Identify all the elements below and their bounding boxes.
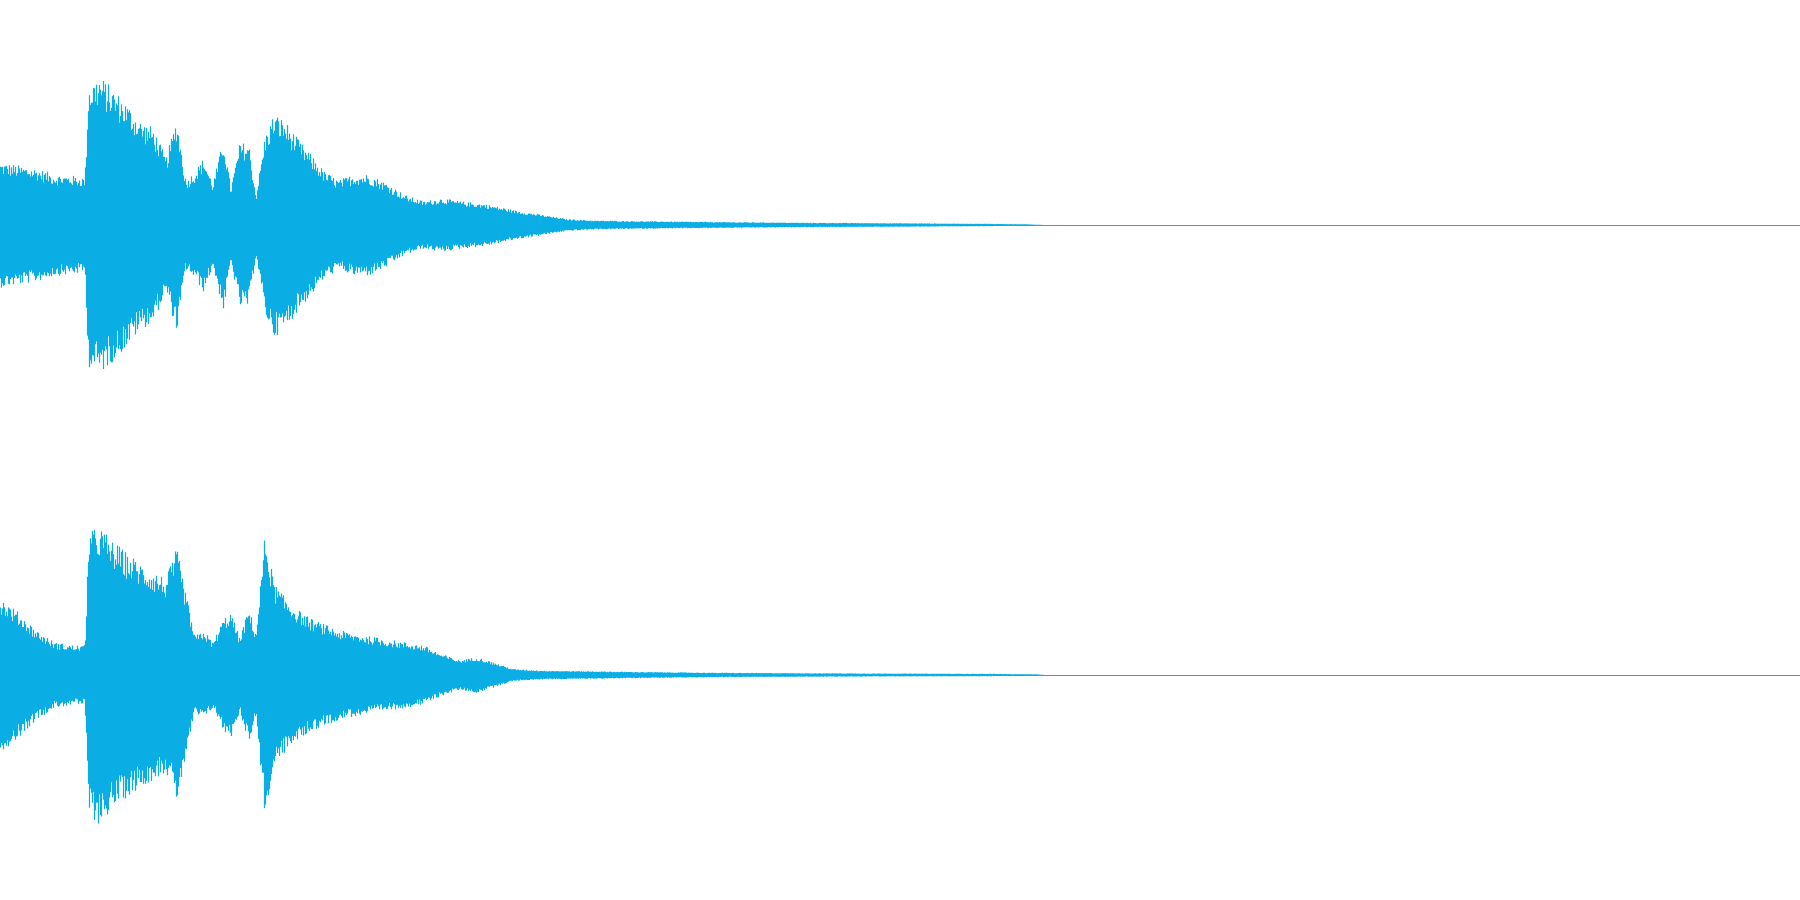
channel-2-waveform xyxy=(0,529,1800,824)
channel-1-waveform xyxy=(0,81,1800,369)
channel-1-amplitude xyxy=(0,81,1044,369)
channel-2-amplitude xyxy=(0,529,1045,824)
